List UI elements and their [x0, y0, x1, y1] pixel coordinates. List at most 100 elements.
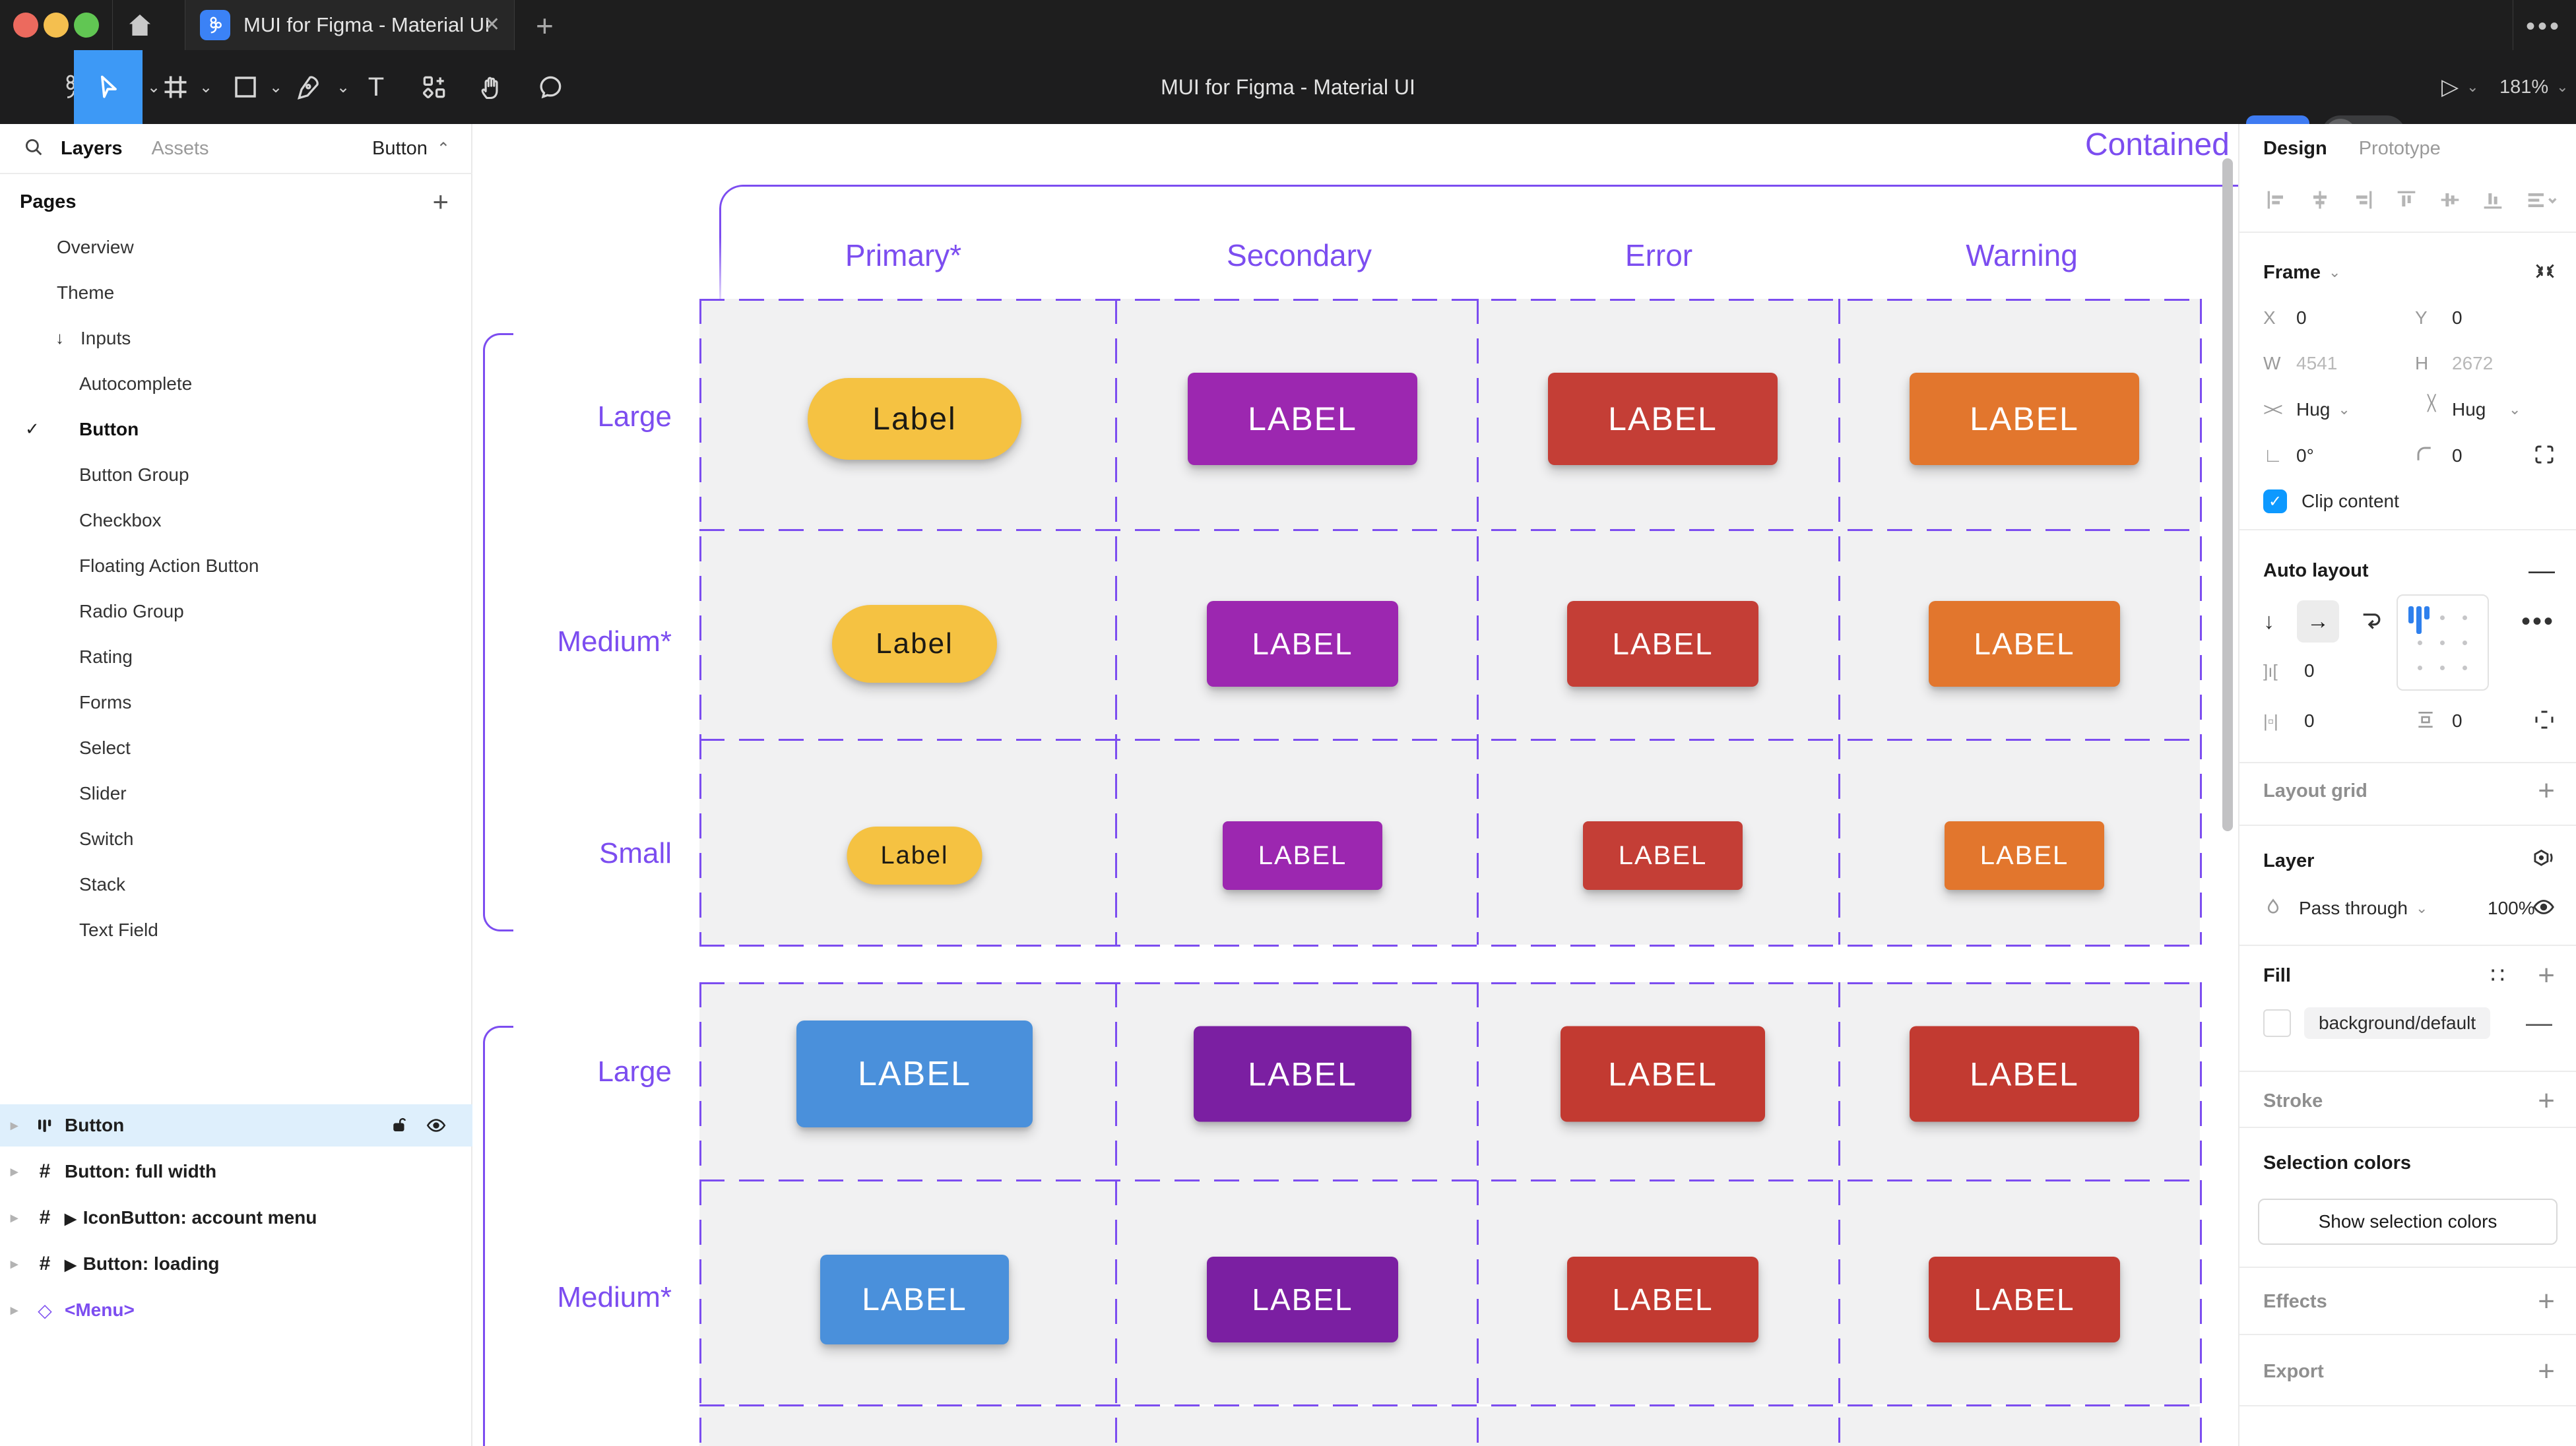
unlock-icon[interactable] [389, 1115, 409, 1139]
expand-chevron-icon[interactable]: ▸ [11, 1209, 18, 1226]
sidebar-page-forms[interactable]: Forms [0, 679, 472, 725]
sidebar-page-theme[interactable]: Theme [0, 270, 472, 315]
move-tool-button[interactable] [74, 50, 143, 124]
fill-color-swatch[interactable] [2263, 1009, 2291, 1037]
sidebar-page-floating-action-button[interactable]: Floating Action Button [0, 543, 472, 588]
add-page-button[interactable]: + [432, 186, 449, 217]
frame-title[interactable]: Contained [2085, 127, 2230, 162]
hug-vertical-select[interactable]: Hug [2452, 399, 2486, 420]
eye-icon[interactable] [2531, 895, 2556, 923]
traffic-minimize-button[interactable] [44, 13, 69, 38]
auto-layout-more-icon[interactable]: ••• [2521, 606, 2555, 636]
sidebar-page-button-group[interactable]: Button Group [0, 452, 472, 497]
sidebar-page-inputs[interactable]: ↓Inputs [0, 315, 472, 361]
auto-layout-alignment-box[interactable] [2397, 594, 2489, 691]
canvas-button-large-warning[interactable]: LABEL [1910, 1026, 2139, 1122]
traffic-zoom-button[interactable] [74, 13, 99, 38]
tab-layers[interactable]: Layers [61, 137, 123, 159]
sidebar-page-radio-group[interactable]: Radio Group [0, 588, 472, 634]
y-input[interactable]: 0 [2452, 307, 2463, 328]
sidebar-page-text-field[interactable]: Text Field [0, 907, 472, 953]
horizontal-padding-input[interactable]: 0 [2304, 710, 2315, 731]
corner-radius-input[interactable]: 0 [2452, 445, 2463, 466]
sidebar-page-select[interactable]: Select [0, 725, 472, 770]
sidebar-page-switch[interactable]: Switch [0, 816, 472, 862]
canvas-button-medium-error[interactable]: LABEL [1567, 601, 1758, 687]
alignment-dot[interactable] [2418, 666, 2422, 670]
show-selection-colors-button[interactable]: Show selection colors [2258, 1199, 2558, 1245]
eye-icon[interactable] [425, 1114, 447, 1141]
canvas-button-large-error[interactable]: LABEL [1548, 373, 1778, 465]
rotation-input[interactable]: 0° [2296, 445, 2314, 466]
gap-input[interactable]: 0 [2304, 660, 2315, 681]
independent-corners-icon[interactable] [2532, 443, 2556, 470]
canvas-button-medium-warning[interactable]: LABEL [1929, 1257, 2120, 1342]
align-right-icon[interactable] [2350, 187, 2376, 213]
remove-auto-layout-button[interactable]: — [2528, 555, 2555, 585]
alignment-dot[interactable] [2463, 641, 2467, 645]
expand-chevron-icon[interactable]: ▸ [11, 1163, 18, 1179]
layer-row-button-loading[interactable]: ▸#▶Button: loading [0, 1243, 472, 1285]
canvas-button-large-secondary[interactable]: LABEL [1194, 1026, 1411, 1122]
sidebar-page-rating[interactable]: Rating [0, 634, 472, 679]
expand-chevron-icon[interactable]: ▸ [11, 1117, 18, 1133]
sidebar-page-stack[interactable]: Stack [0, 862, 472, 907]
canvas-button-medium-primary[interactable]: Label [832, 605, 997, 683]
layout-horizontal-icon-selected[interactable]: → [2297, 600, 2339, 643]
blend-mode-select[interactable]: Pass through [2299, 898, 2408, 918]
layer-row-iconbutton-account-menu[interactable]: ▸#▶IconButton: account menu [0, 1197, 472, 1239]
alignment-dot[interactable] [2440, 666, 2445, 670]
present-button[interactable]: ▷ ⌄ [2441, 50, 2479, 124]
clip-content-row[interactable]: ✓ Clip content [2263, 482, 2558, 520]
tab-design[interactable]: Design [2263, 137, 2327, 159]
text-tool-button[interactable]: T [358, 50, 395, 124]
pen-tool-button[interactable] [290, 50, 327, 124]
sidebar-page-button[interactable]: ✓Button [0, 406, 472, 452]
layer-row-button[interactable]: ▸Button [0, 1104, 472, 1147]
remove-fill-button[interactable]: — [2526, 1008, 2552, 1038]
align-bottom-icon[interactable] [2480, 187, 2506, 213]
height-input[interactable]: 2672 [2452, 353, 2494, 373]
document-title[interactable]: MUI for Figma - Material UI [1161, 75, 1415, 99]
traffic-close-button[interactable] [13, 13, 38, 38]
window-more-icon[interactable]: ••• [2526, 12, 2562, 41]
layout-wrap-icon[interactable] [2359, 607, 2385, 637]
canvas-button-small-warning[interactable]: LABEL [1945, 821, 2104, 890]
file-tab[interactable]: MUI for Figma - Material UI [185, 0, 514, 50]
zoom-menu[interactable]: 181% ⌄ [2499, 50, 2569, 124]
alignment-dot[interactable] [2418, 641, 2422, 645]
independent-padding-icon[interactable] [2532, 708, 2556, 735]
align-left-icon[interactable] [2263, 187, 2290, 213]
canvas-button-small-secondary[interactable]: LABEL [1223, 821, 1382, 890]
new-tab-button[interactable]: + [536, 9, 554, 43]
add-stroke-button[interactable]: + [2538, 1084, 2555, 1117]
expand-chevron-icon[interactable]: ▸ [11, 1302, 18, 1318]
clip-content-checkbox[interactable]: ✓ [2263, 489, 2287, 513]
fill-styles-icon[interactable]: ∷ [2490, 963, 2505, 988]
sidebar-page-slider[interactable]: Slider [0, 770, 472, 816]
layer-row-button-full-width[interactable]: ▸#Button: full width [0, 1150, 472, 1193]
tab-close-icon[interactable]: ✕ [484, 14, 501, 36]
canvas-button-medium-secondary[interactable]: LABEL [1207, 601, 1398, 687]
fill-style-chip[interactable]: background/default [2304, 1007, 2491, 1039]
chevron-down-icon[interactable]: ⌄ [2509, 401, 2521, 418]
canvas-button-small-primary[interactable]: Label [847, 827, 982, 885]
alignment-dot[interactable] [2463, 666, 2467, 670]
blend-mode-icon[interactable] [2530, 847, 2555, 875]
chevron-down-icon[interactable]: ⌄ [2329, 264, 2341, 280]
align-vertical-center-icon[interactable] [2437, 187, 2463, 213]
fill-row[interactable]: background/default — [2263, 1004, 2558, 1042]
move-tool-chevron-icon[interactable]: ⌄ [147, 79, 161, 96]
home-button[interactable] [124, 9, 156, 44]
canvas-scrollbar[interactable] [2222, 158, 2233, 831]
shape-tool-button[interactable] [227, 50, 264, 124]
canvas-button-large-secondary[interactable]: LABEL [1188, 373, 1417, 465]
canvas-button-large-primary[interactable]: Label [808, 378, 1021, 460]
canvas-button-medium-secondary[interactable]: LABEL [1207, 1257, 1398, 1342]
comment-tool-button[interactable] [532, 50, 569, 124]
align-top-icon[interactable] [2393, 187, 2420, 213]
frame-section-title[interactable]: Frame [2263, 261, 2321, 283]
canvas-button-medium-warning[interactable]: LABEL [1929, 601, 2120, 687]
tab-prototype[interactable]: Prototype [2358, 137, 2441, 159]
